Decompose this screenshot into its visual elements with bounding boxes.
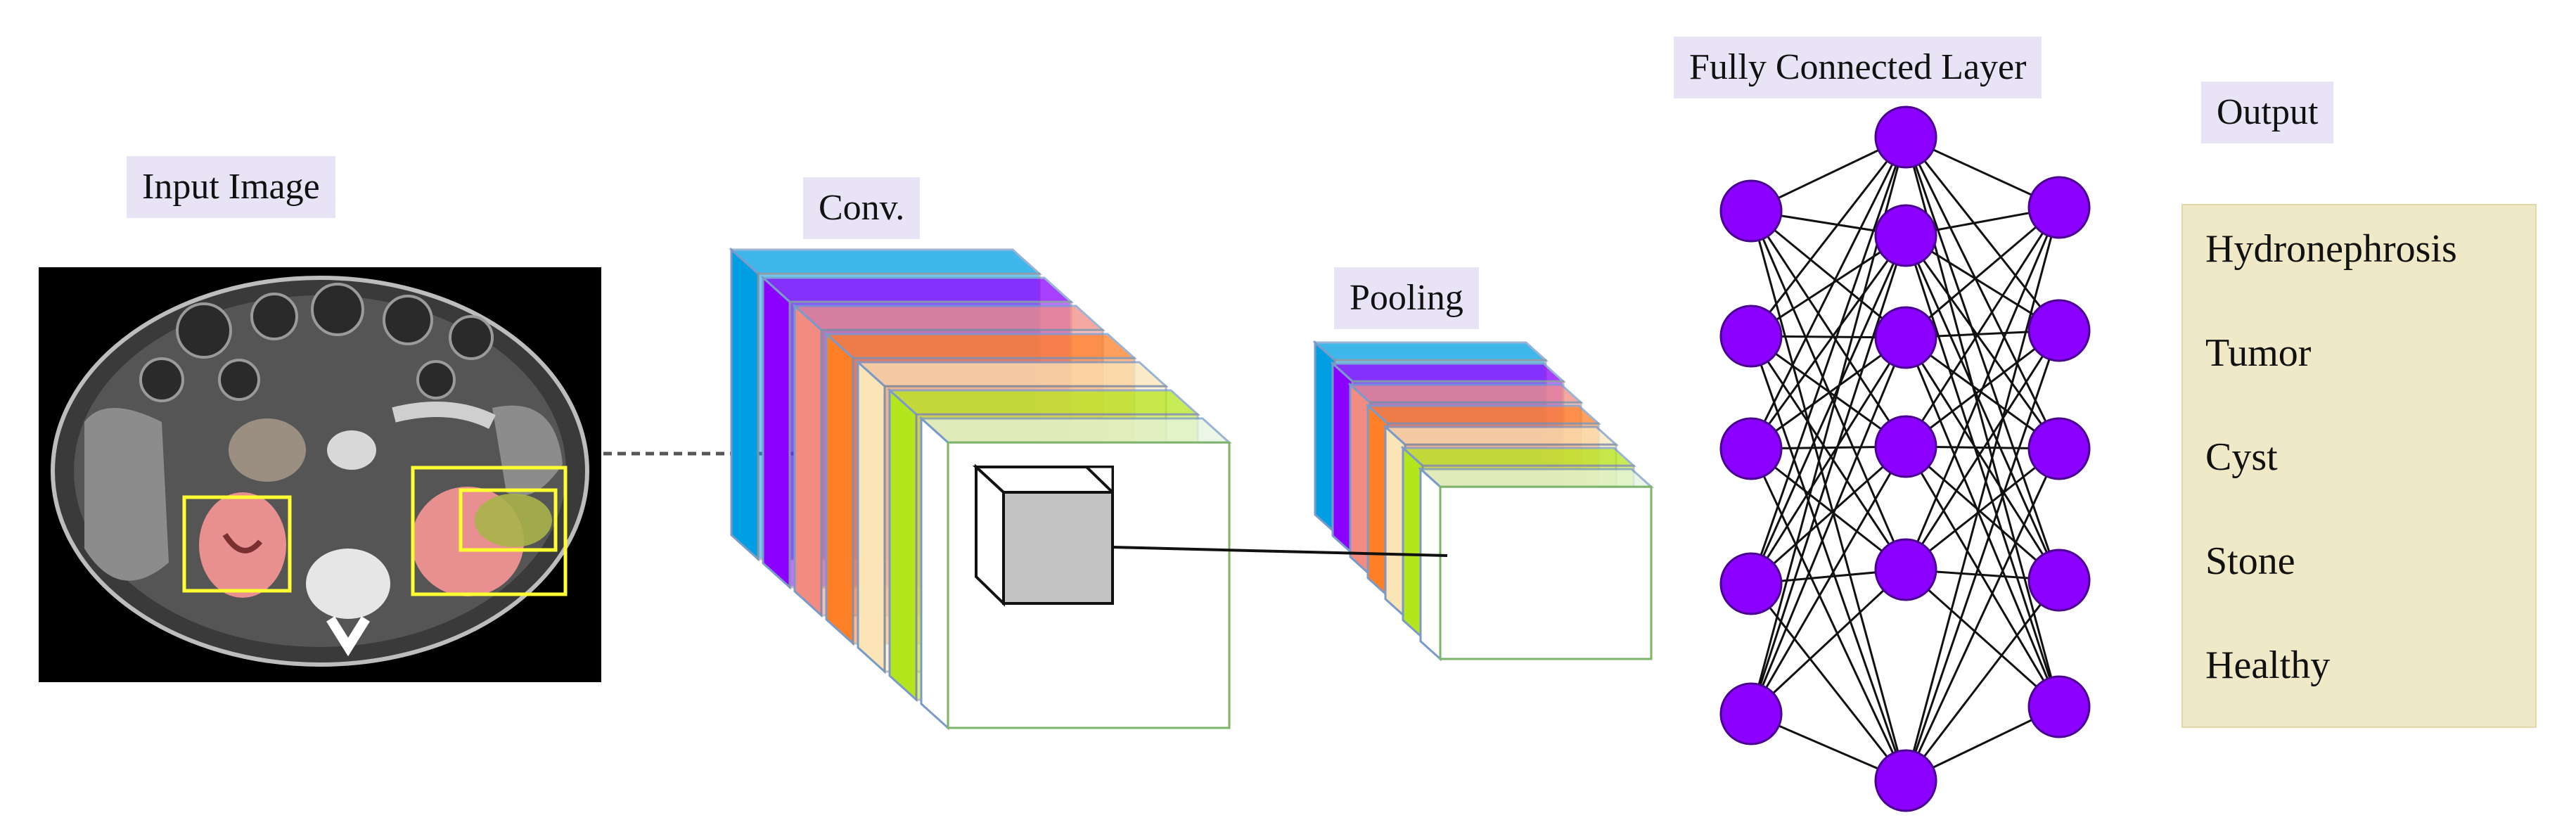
fc-edge-l2-0-l3-2 xyxy=(1904,136,2061,449)
fc-neuron-out-3 xyxy=(2027,417,2091,480)
fc-edge-l2-5-l3-3 xyxy=(1904,579,2061,781)
fc-edge-l2-2-l3-2 xyxy=(1905,336,2060,450)
fc-neuron-hidden-5 xyxy=(1874,538,1937,601)
fc-edge-l1-4-l2-3 xyxy=(1750,446,1907,715)
fc-neuron-hidden-2 xyxy=(1874,204,1937,267)
fc-neuron-in-1 xyxy=(1719,179,1783,243)
output-class-cyst: Cyst xyxy=(2205,435,2278,479)
output-class-healthy: Healthy xyxy=(2205,643,2331,687)
fc-edge-l1-3-l2-0 xyxy=(1750,136,1907,584)
fc-neuron-in-3 xyxy=(1719,417,1783,480)
fc-edge-l1-4-l2-1 xyxy=(1750,235,1907,715)
fc-edge-l2-5-l3-1 xyxy=(1904,330,2061,781)
detection-box-inner xyxy=(459,488,558,552)
fc-edge-l2-4-l3-4 xyxy=(1904,568,2061,708)
output-class-hydronephrosis: Hydronephrosis xyxy=(2205,227,2457,271)
fc-neuron-in-5 xyxy=(1719,682,1783,745)
fc-neuron-hidden-4 xyxy=(1874,415,1937,478)
fc-edge-l1-4-l2-2 xyxy=(1750,337,1907,715)
fc-edge-l2-4-l3-2 xyxy=(1905,447,2060,571)
fc-edge-l2-1-l3-3 xyxy=(1904,235,2061,581)
fc-edge-l1-1-l2-5 xyxy=(1750,335,1907,781)
pool-map-7 xyxy=(1418,466,1654,662)
pooling-feature-maps xyxy=(1312,340,1654,662)
fc-edge-l1-4-l2-4 xyxy=(1750,568,1907,715)
fc-edge-l1-3-l2-3 xyxy=(1750,445,1907,585)
fc-neuron-out-5 xyxy=(2027,675,2091,738)
fc-edge-l1-0-l2-5 xyxy=(1750,210,1907,781)
fc-edge-l2-5-l3-2 xyxy=(1904,448,2061,781)
fc-edge-l2-4-l3-1 xyxy=(1904,330,2061,570)
output-classes-box: Hydronephrosis Tumor Cyst Stone Healthy xyxy=(2181,204,2537,728)
fc-edge-l1-2-l2-0 xyxy=(1750,136,1907,449)
fc-edge-l1-1-l2-0 xyxy=(1750,136,1907,337)
fc-edge-l1-1-l2-4 xyxy=(1750,335,1907,570)
kernel-pool-connector xyxy=(1112,546,1448,557)
input-image-label: Input Image xyxy=(127,156,335,218)
conv-label: Conv. xyxy=(803,177,921,239)
conv-kernel-cube xyxy=(972,463,1114,607)
output-label: Output xyxy=(2201,82,2334,143)
output-class-tumor: Tumor xyxy=(2205,331,2312,375)
fc-edge-l2-5-l3-0 xyxy=(1904,207,2061,781)
fc-edge-l1-0-l2-3 xyxy=(1750,210,1907,447)
fc-neuron-out-1 xyxy=(2027,176,2091,239)
detection-box-right xyxy=(411,466,568,596)
fc-connections xyxy=(1750,136,2061,782)
fc-neuron-out-2 xyxy=(2027,299,2091,362)
detection-box-left xyxy=(182,495,292,593)
fc-neuron-out-4 xyxy=(2027,549,2091,612)
fc-edge-l1-3-l2-1 xyxy=(1750,235,1907,584)
fc-edge-l1-1-l2-3 xyxy=(1750,335,1907,448)
fc-neuron-in-4 xyxy=(1719,552,1783,615)
fc-layer-label: Fully Connected Layer xyxy=(1674,37,2042,98)
fc-edge-l2-3-l3-4 xyxy=(1904,446,2061,707)
fc-edge-l2-3-l3-3 xyxy=(1905,445,2060,582)
fc-edge-l2-1-l3-2 xyxy=(1904,235,2061,449)
fc-edge-l2-2-l3-0 xyxy=(1905,206,2060,339)
fc-edge-l2-2-l3-3 xyxy=(1904,337,2061,581)
fc-edge-l1-3-l2-2 xyxy=(1750,337,1907,584)
fc-neuron-hidden-1 xyxy=(1874,105,1937,169)
fc-edge-l2-2-l3-4 xyxy=(1904,337,2061,707)
fc-edge-l2-3-l3-0 xyxy=(1904,207,2061,447)
output-class-stone: Stone xyxy=(2205,539,2295,583)
fc-edge-l2-0-l3-1 xyxy=(1904,136,2061,331)
fc-neuron-hidden-6 xyxy=(1874,749,1937,812)
fc-neurons xyxy=(1719,105,2091,812)
fc-neuron-in-2 xyxy=(1719,305,1783,368)
fc-edge-l2-4-l3-0 xyxy=(1904,207,2061,570)
fc-edge-l2-1-l3-4 xyxy=(1904,235,2061,707)
input-ct-image xyxy=(39,267,601,682)
fc-edge-l1-2-l2-4 xyxy=(1750,447,1907,571)
fc-edge-l1-2-l2-5 xyxy=(1750,448,1907,781)
fc-neuron-hidden-3 xyxy=(1874,306,1937,369)
fc-edge-l1-2-l2-2 xyxy=(1750,336,1907,450)
fc-edge-l1-2-l2-1 xyxy=(1750,235,1907,449)
pooling-label: Pooling xyxy=(1334,267,1479,329)
